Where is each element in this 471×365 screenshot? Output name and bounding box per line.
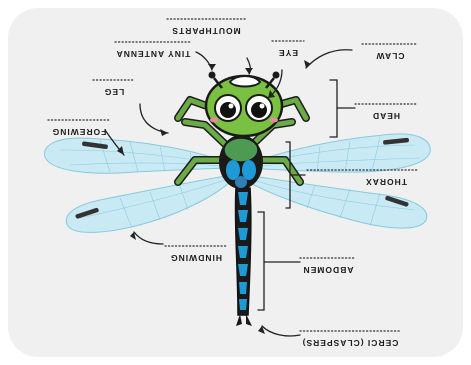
label-cerci: CERCI (CLASPERS)	[302, 338, 399, 348]
label-head: HEAD	[372, 111, 400, 121]
label-claw: CLAW	[375, 51, 404, 61]
label-thorax: THORAX	[365, 177, 407, 187]
label-hindwing: HINDWING	[170, 253, 222, 263]
head	[206, 72, 282, 137]
label-leg: LEG	[104, 87, 124, 97]
label-abdomen: ABDOMEN	[303, 265, 354, 275]
thorax	[219, 135, 263, 189]
label-tiny-antenna: TINY ANTENNA	[116, 49, 191, 59]
label-eye: EYE	[278, 48, 298, 58]
label-forewing: FOREWING	[52, 127, 107, 137]
mouthparts-shape	[230, 76, 260, 87]
label-mouthparts: MOUTHPARTS	[171, 26, 240, 36]
